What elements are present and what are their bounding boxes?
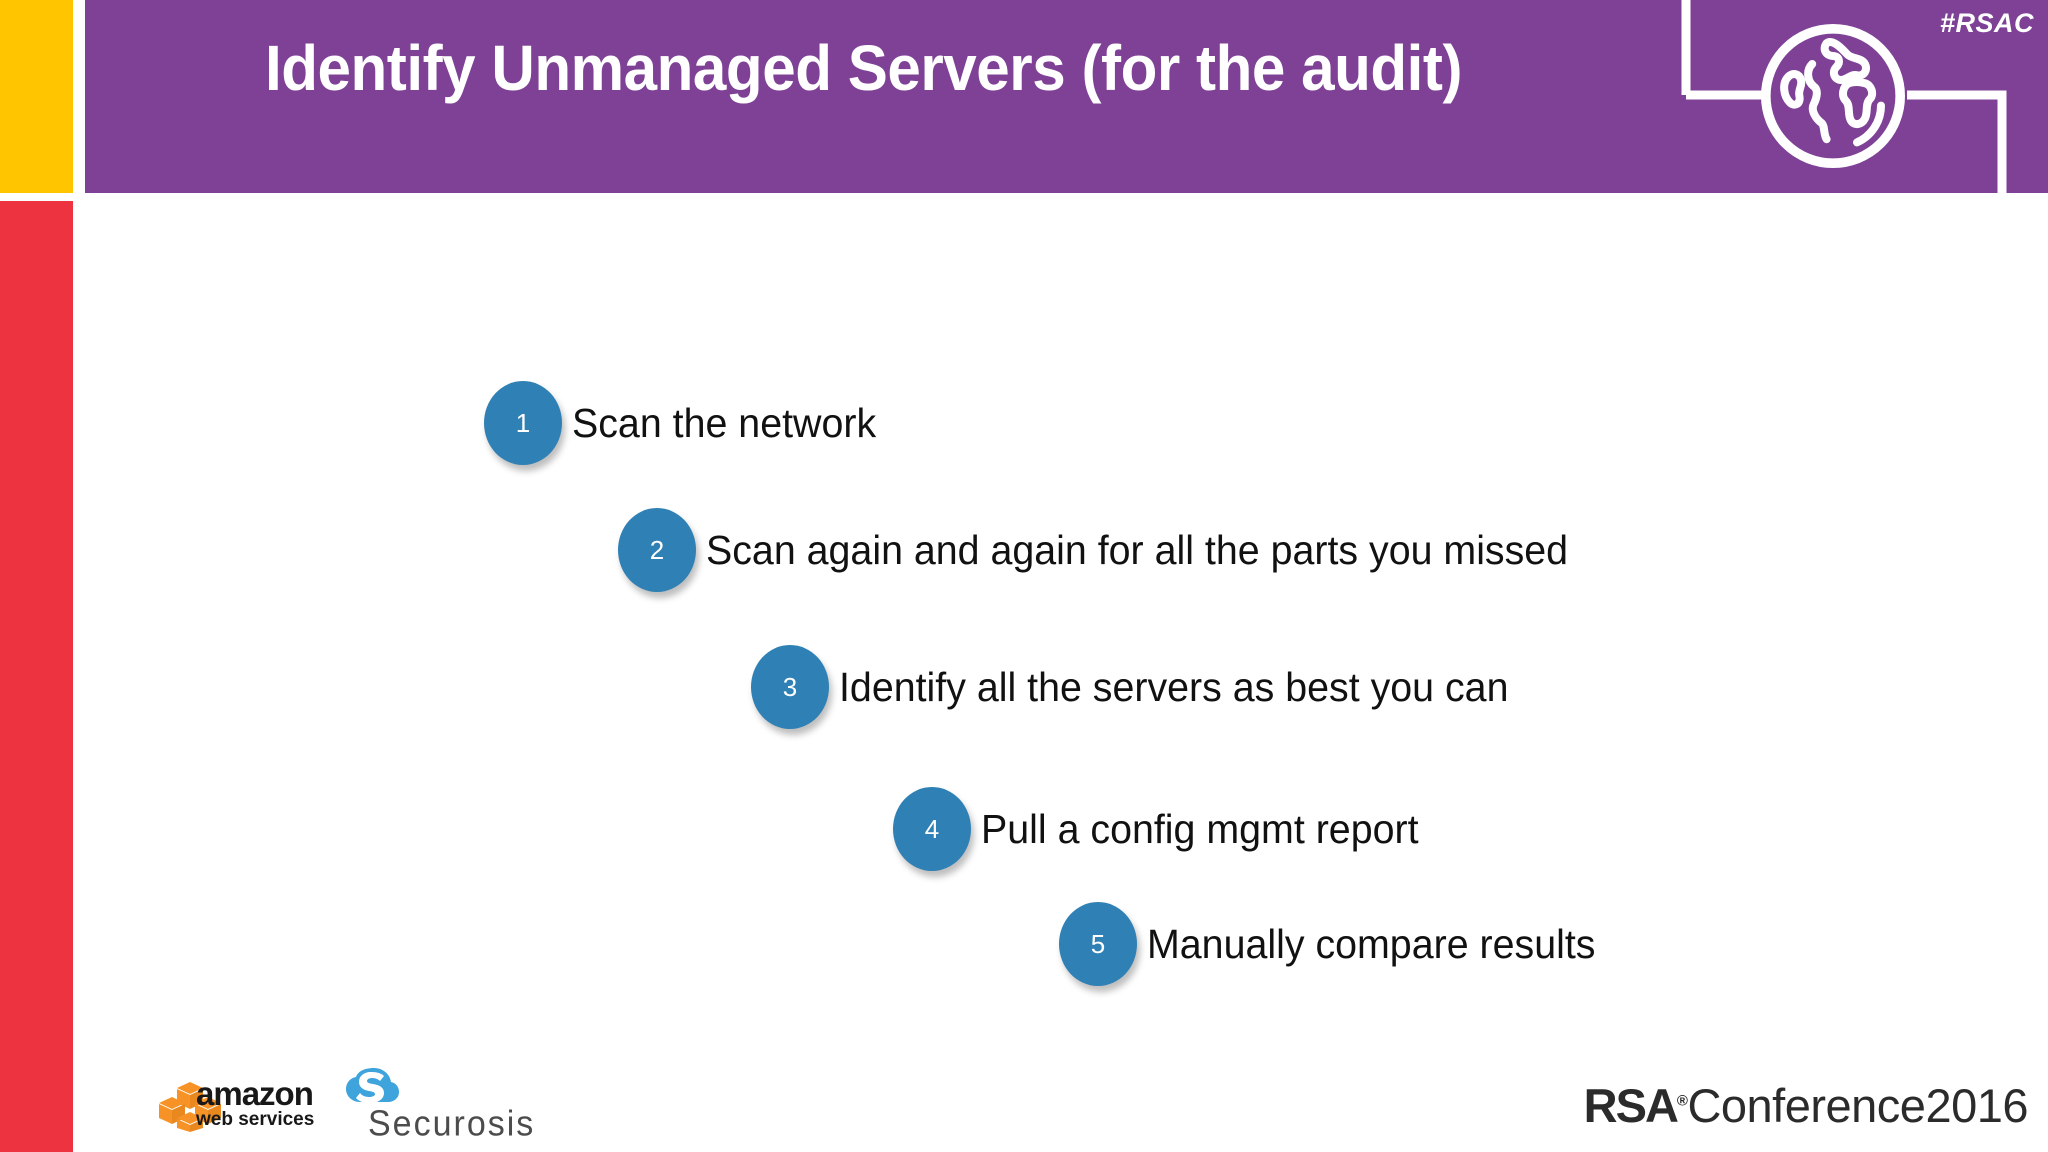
- registered-icon: ®: [1676, 1092, 1688, 1110]
- step-number-bubble: 1: [484, 381, 562, 465]
- list-item[interactable]: 2 Scan again and again for all the parts…: [618, 508, 1604, 592]
- rsa-conference-year: Conference2016: [1687, 1079, 2028, 1132]
- securosis-cloud-icon: [346, 1068, 399, 1103]
- list-item[interactable]: 3 Identify all the servers as best you c…: [751, 645, 1536, 729]
- aws-logo-text: amazon web services: [196, 1075, 315, 1131]
- securosis-wordmark: Securosis: [368, 1104, 536, 1144]
- rsa-mark: RSA: [1583, 1079, 1679, 1132]
- rsa-conference-logo: RSA®Conference2016: [1583, 1078, 2029, 1133]
- step-label: Manually compare results: [1147, 920, 1596, 967]
- page-title: Identify Unmanaged Servers (for the audi…: [265, 32, 1463, 104]
- step-label: Identify all the servers as best you can: [839, 663, 1509, 710]
- accent-bar-yellow: [0, 0, 73, 193]
- list-item[interactable]: 1 Scan the network: [484, 381, 889, 465]
- accent-bar-red: [0, 201, 73, 1152]
- step-label: Pull a config mgmt report: [981, 805, 1419, 852]
- aws-cubes-icon: [159, 1082, 221, 1132]
- step-number-bubble: 3: [751, 645, 829, 729]
- step-number-bubble: 4: [893, 787, 971, 871]
- aws-wordmark: amazon: [196, 1075, 314, 1112]
- step-label: Scan the network: [572, 399, 877, 446]
- rsac-hashtag: #RSAC: [1939, 8, 2034, 38]
- step-label: Scan again and again for all the parts y…: [706, 526, 1569, 573]
- aws-subtitle: web services: [196, 1109, 315, 1131]
- step-number-bubble: 5: [1059, 902, 1137, 986]
- globe-icon: [1761, 24, 1905, 168]
- step-number-bubble: 2: [618, 508, 696, 592]
- list-item[interactable]: 4 Pull a config mgmt report: [893, 787, 1437, 871]
- list-item[interactable]: 5 Manually compare results: [1059, 902, 1614, 986]
